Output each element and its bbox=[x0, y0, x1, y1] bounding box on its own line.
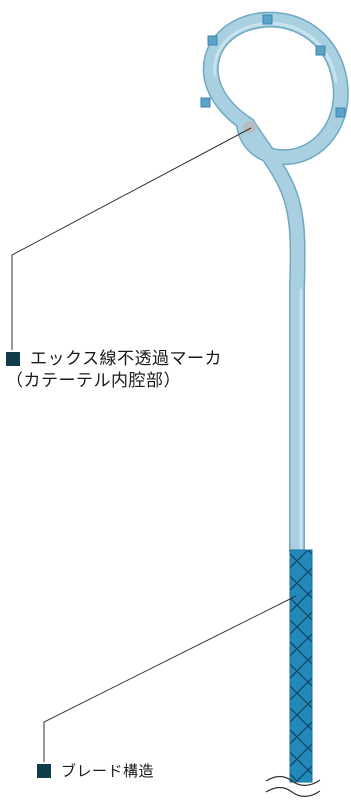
braid-leader-line bbox=[43, 595, 297, 762]
marker-label: エックス線不透過マーカ （カテーテル内腔部） bbox=[6, 348, 222, 392]
square-bullet-icon bbox=[37, 764, 51, 778]
square-bullet-icon bbox=[6, 352, 20, 366]
catheter-tube-outline bbox=[202, 11, 349, 558]
loop-marker-2 bbox=[262, 14, 273, 25]
braid-label-text: ブレード構造 bbox=[61, 762, 155, 780]
loop-marker-4 bbox=[335, 107, 346, 118]
marker-label-line1: エックス線不透過マーカ bbox=[30, 349, 222, 369]
marker-leader-line bbox=[11, 127, 252, 350]
marker-label-line2: （カテーテル内腔部） bbox=[6, 371, 181, 391]
wavy-break-icon bbox=[265, 775, 321, 786]
loop-marker-5 bbox=[200, 97, 211, 108]
loop-marker-3 bbox=[315, 45, 326, 56]
catheter-tube bbox=[204, 13, 348, 557]
wavy-break-icon-2 bbox=[265, 786, 321, 797]
loop-marker-1 bbox=[207, 35, 218, 46]
braid-label: ブレード構造 bbox=[37, 760, 154, 782]
braid-section bbox=[289, 549, 313, 783]
